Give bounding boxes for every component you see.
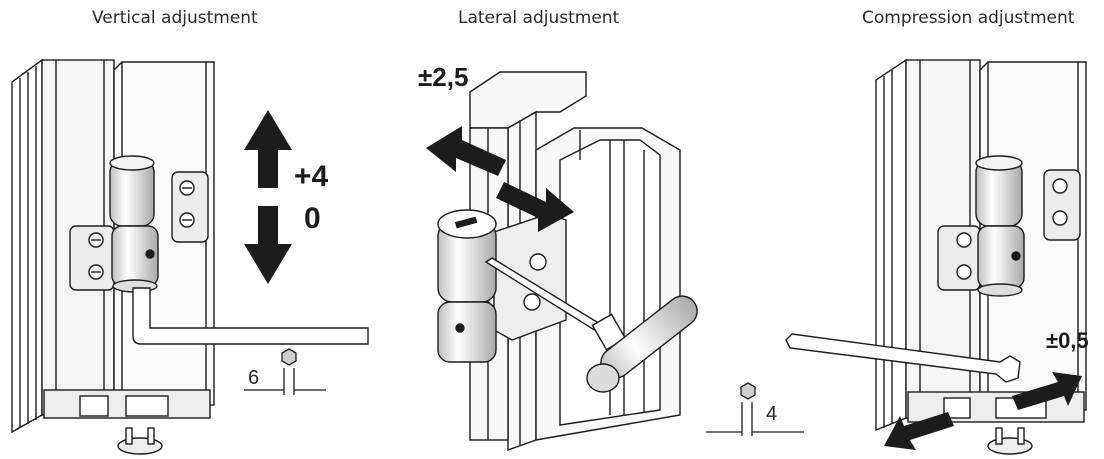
vertical-range-lower-label: 0	[304, 202, 321, 235]
hex-key-size-4-label: 4	[766, 403, 778, 425]
lateral-adjustment-title: Lateral adjustment	[458, 8, 620, 28]
vertical-adjustment-illustration	[11, 58, 369, 455]
compression-adjustment-title: Compression adjustment	[862, 8, 1075, 28]
lateral-arrows-icon	[426, 126, 574, 232]
compression-range-label: ±0,5	[1046, 328, 1089, 353]
vertical-arrows-icon	[244, 110, 292, 284]
hex-key-size-6-label: 6	[248, 367, 260, 389]
lateral-adjustment-illustration	[437, 71, 698, 451]
compression-arrows-icon	[884, 372, 1082, 450]
vertical-range-upper-label: +4	[294, 160, 329, 193]
hex-key-size-4-icon	[706, 382, 804, 436]
vertical-adjustment-title: Vertical adjustment	[92, 8, 258, 28]
hex-key-size-6-icon	[244, 348, 326, 395]
lateral-range-label: ±2,5	[418, 62, 469, 92]
